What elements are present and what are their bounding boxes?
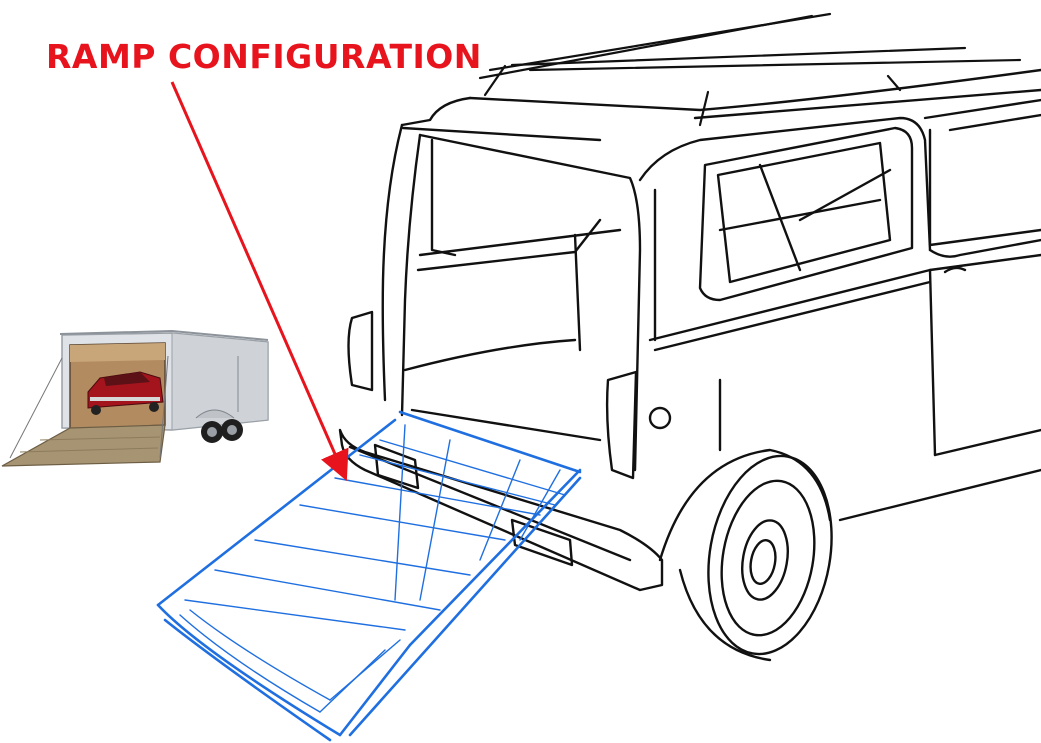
red-car (87, 371, 164, 415)
ramp-outline (156, 410, 582, 742)
trailer-body (59, 329, 269, 443)
trailer-ramp (1, 424, 166, 467)
ramp-configuration-label: RAMP CONFIGURATION (46, 37, 482, 76)
ramp-slats (179, 424, 566, 713)
roof-rack (478, 12, 1022, 127)
van-body (338, 68, 1041, 662)
